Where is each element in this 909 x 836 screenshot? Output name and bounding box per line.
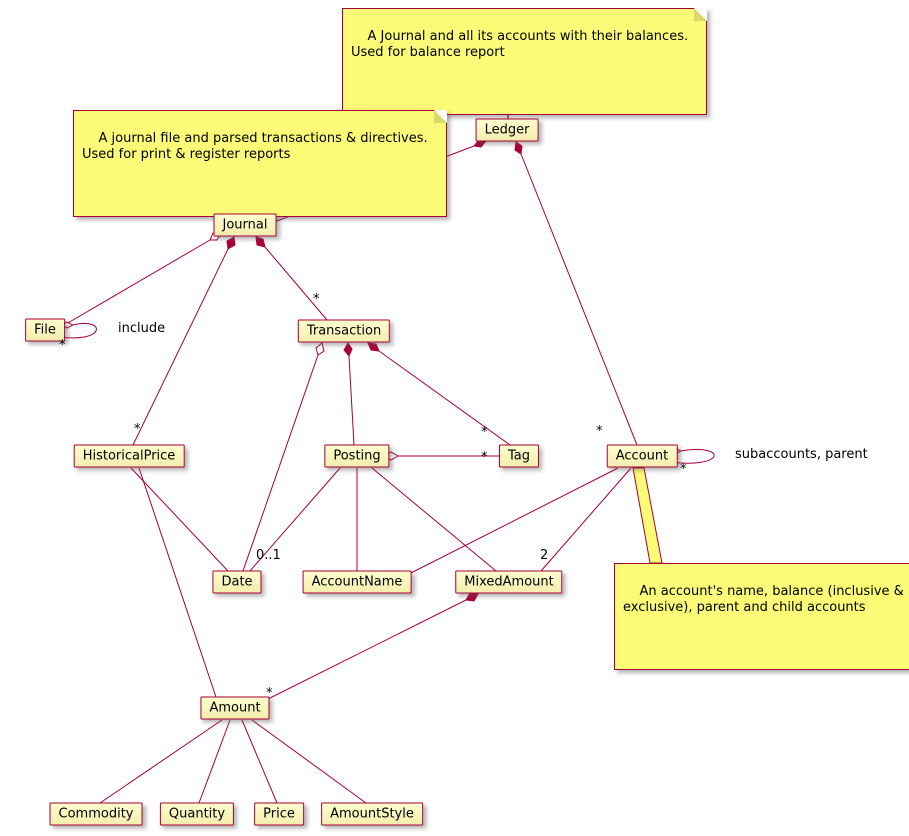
edge-mixedamount-amount [263,599,467,702]
class-transaction-label: Transaction [306,323,382,339]
edge-account-accountname [402,467,619,578]
edge-journal-transaction [264,246,328,321]
edge-journal-file [60,239,211,328]
edge-amount-quantity [198,719,231,804]
class-file: File [25,318,65,342]
class-account-label: Account [615,448,669,464]
class-transaction: Transaction [297,319,391,343]
note-account-text: An account's name, balance (inclusive & … [623,584,904,616]
composition-diamond-transaction-tag [367,342,380,352]
class-quantity-label: Quantity [168,806,226,822]
note-ledger-text: A Journal and all its accounts with thei… [351,29,689,61]
class-posting: Posting [324,444,390,468]
edge-account-self-subaccounts [668,449,715,464]
class-price-label: Price [263,806,295,822]
composition-diamond-journal-transaction [255,236,266,248]
class-posting-label: Posting [333,448,381,464]
class-price: Price [254,802,304,826]
class-mixedamount-label: MixedAmount [464,574,554,590]
edge-historicalprice-amount [138,467,217,698]
edge-transaction-date [242,354,319,572]
class-tag: Tag [498,444,540,468]
class-commodity: Commodity [49,802,143,826]
label-subaccounts-parent: subaccounts, parent [735,447,868,462]
edge-amount-commodity [99,719,223,804]
label-include: include [118,321,166,336]
class-quantity: Quantity [159,802,235,826]
class-date: Date [212,570,262,594]
multiplicity-tag-from-transaction: * [481,425,488,440]
class-amount-label: Amount [209,700,261,716]
composition-diamond-transaction-posting [343,342,353,357]
class-historicalprice: HistoricalPrice [73,444,185,468]
class-commodity-label: Commodity [58,806,134,822]
note-fold-icon [433,110,447,123]
class-accountname: AccountName [302,570,412,594]
composition-diamond-journal-historicalprice [226,236,236,250]
edge-posting-date [249,467,341,572]
edge-file-self-include [60,323,97,339]
multiplicity-mixedamount: 2 [540,548,549,563]
aggregation-diamond-transaction-date [315,342,325,356]
edge-transaction-posting [348,355,355,446]
class-mixedamount: MixedAmount [455,570,563,594]
note-account: An account's name, balance (inclusive & … [614,563,909,671]
class-date-label: Date [221,574,253,590]
note-ledger: A Journal and all its accounts with thei… [342,8,708,116]
note-journal-text: A journal file and parsed transactions &… [82,131,428,163]
note-pointer-account [632,467,663,564]
multiplicity-account-self: * [680,462,687,477]
multiplicity-historicalprice: * [134,422,141,437]
multiplicity-file-include: * [59,338,66,353]
class-journal: Journal [213,213,277,237]
class-amountstyle: AmountStyle [321,802,423,826]
multiplicity-transaction: * [313,292,320,307]
class-ledger: Ledger [475,118,539,142]
edge-account-mixedamount [540,467,632,572]
multiplicity-date: 0..1 [256,548,281,563]
class-amountstyle-label: AmountStyle [330,806,414,822]
edge-historicalprice-date [130,467,229,572]
note-journal: A journal file and parsed transactions &… [73,110,447,218]
class-amount: Amount [200,696,270,720]
class-tag-label: Tag [507,448,531,464]
class-historicalprice-label: HistoricalPrice [82,448,176,464]
edge-journal-historicalprice [132,248,229,446]
note-fold-icon [694,8,708,21]
edge-transaction-tag [378,350,511,446]
edge-ledger-account [520,153,638,446]
edge-amount-amountstyle [251,719,367,804]
class-accountname-label: AccountName [311,574,403,590]
composition-diamond-ledger-account [514,141,523,155]
multiplicity-amount: * [266,686,273,701]
composition-diamond-mixedamount-amount [465,592,479,602]
multiplicity-tag-from-posting: * [481,450,488,465]
edge-amount-price [241,719,278,804]
class-journal-label: Journal [222,217,268,233]
edge-posting-mixedamount [371,467,497,572]
multiplicity-account: * [596,424,603,439]
class-account: Account [606,444,678,468]
class-file-label: File [34,322,56,338]
class-ledger-label: Ledger [484,122,530,138]
